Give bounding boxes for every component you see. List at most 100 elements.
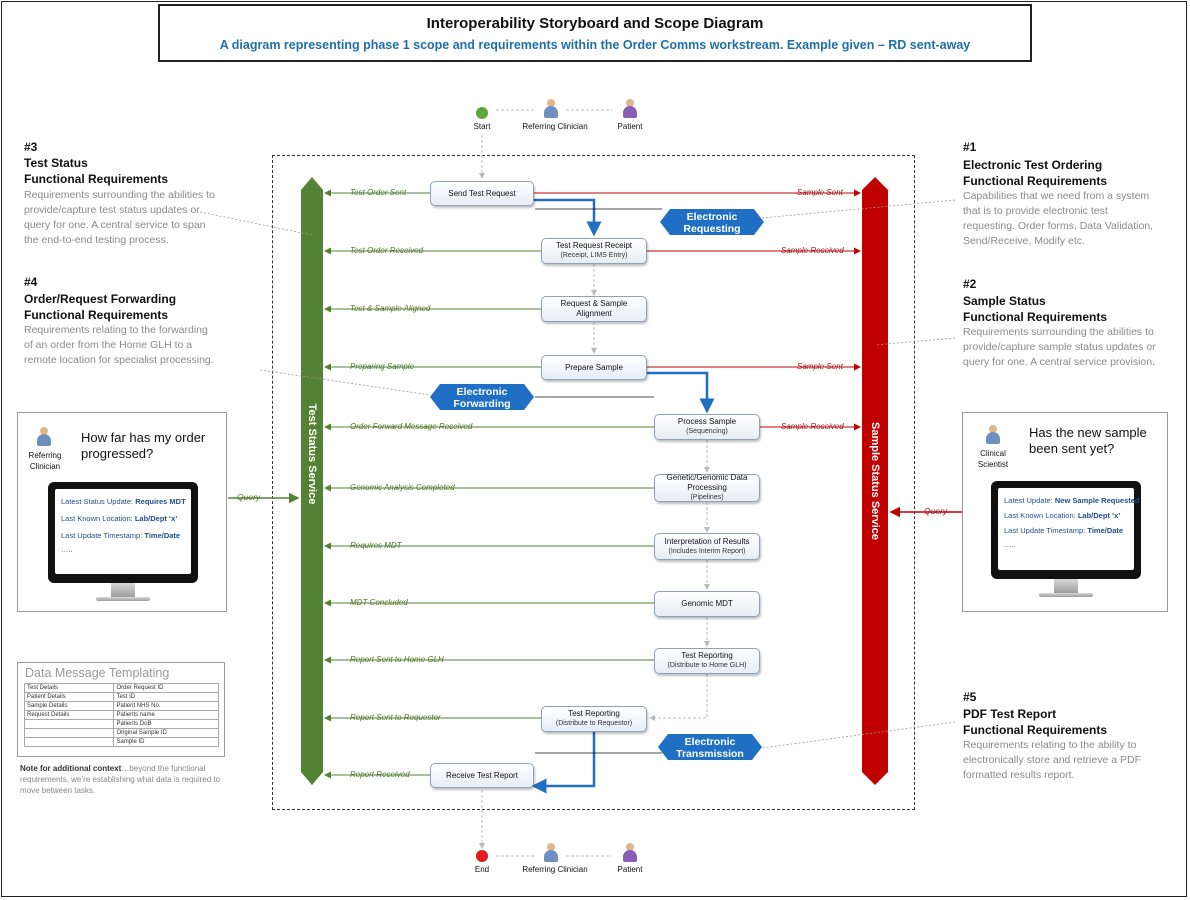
note-text: …beyond the functional requirements, we’…: [20, 764, 221, 795]
body-line: formatted results report.: [963, 769, 1075, 781]
diagram-subtitle: A diagram representing phase 1 scope and…: [219, 38, 971, 52]
step-test-reporting-home-glh[interactable]: Test Reporting(Distribute to Home GLH): [654, 648, 760, 674]
table-cell: Patient Details: [23, 692, 115, 702]
step-process-sample[interactable]: Process Sample(Sequencing): [654, 414, 760, 440]
tag-line: Electronic: [686, 211, 738, 223]
question-line: Has the new sample: [1029, 425, 1147, 440]
body-line: requesting. Order forms, Data Validation…: [963, 220, 1154, 232]
table-cell: [23, 728, 115, 738]
body-line: that is to provide electronic test: [963, 205, 1108, 217]
step-title: Test Request Receipt: [555, 241, 633, 250]
timestamp-label: Last Update Timestamp:: [1004, 526, 1086, 535]
step-receive-test-report[interactable]: Receive Test Report: [430, 763, 534, 788]
step-title: Genomic MDT: [681, 599, 733, 608]
event-label: Sample Sent: [797, 362, 843, 371]
timestamp-line: Last Update Timestamp: Time/Date: [61, 531, 180, 540]
monitor-stand: [111, 583, 135, 597]
step-subtitle: (Includes Interim Report): [668, 547, 746, 555]
ellipsis-line: …..: [61, 545, 73, 554]
heading-line: Functional Requirements: [963, 723, 1108, 737]
annotation-2-number: #2: [963, 277, 977, 291]
heading-line: Sample Status: [963, 294, 1046, 308]
table-cell: Patients DoB: [113, 719, 219, 729]
event-label: Sample Received: [781, 422, 844, 431]
step-genomic-mdt[interactable]: Genomic MDT: [654, 591, 760, 617]
step-title: Test Reporting: [568, 709, 620, 718]
end-label: End: [474, 865, 490, 874]
table-cell: Sample ID: [113, 737, 219, 747]
step-title: Receive Test Report: [446, 770, 518, 780]
status-value: Requires MDT: [135, 497, 186, 506]
table-row: Original Sample ID: [23, 728, 219, 738]
status-label: Latest Update:: [1004, 496, 1053, 505]
patient-icon: [623, 843, 637, 863]
location-value: Lab/Dept ‘x’: [134, 514, 178, 523]
table-cell: Patient NHS No.: [113, 701, 219, 711]
electronic-flows: [531, 198, 715, 794]
start-label: Start: [473, 122, 491, 131]
table-cell: [23, 719, 115, 729]
body-line: remote location for specialist processin…: [24, 354, 214, 366]
step-title: Prepare Sample: [565, 362, 623, 372]
status-label: Latest Status Update:: [61, 497, 134, 506]
step-test-request-receipt[interactable]: Test Request Receipt(Receipt, LIMS Entry…: [541, 238, 647, 264]
heading-line: Electronic Test Ordering: [963, 158, 1103, 172]
electronic-forwarding-label: Electronic Forwarding: [440, 386, 524, 410]
note-bold: Note for additional context: [20, 764, 122, 773]
title-box: Interoperability Storyboard and Scope Di…: [158, 4, 1032, 62]
question-line: been sent yet?: [1029, 441, 1115, 456]
heading-line: PDF Test Report: [963, 707, 1057, 721]
step-subtitle: (Distribute to Home GLH): [667, 662, 747, 669]
event-label: Test Order Received: [350, 246, 424, 255]
step-subtitle: (Distribute to Requestor): [555, 720, 633, 727]
step-send-test-request[interactable]: Send Test Request: [430, 181, 534, 206]
table-cell: Test Details: [23, 683, 115, 693]
status-value: New Sample Requested: [1054, 496, 1140, 505]
step-genomic-data-processing[interactable]: Genetic/Genomic Data Processing(Pipeline…: [654, 473, 760, 502]
tag-line: Transmission: [676, 748, 744, 760]
body-line: the end-to-end testing process.: [24, 234, 169, 246]
sample-status-service-bar: [862, 177, 888, 785]
referring-clinician-label: Referring Clinician: [522, 865, 588, 874]
annotation-4-number: #4: [24, 275, 38, 289]
table-cell: Request Details: [23, 710, 115, 720]
label-line: Scientist: [977, 460, 1009, 469]
body-line: Send/Receive, Modify etc.: [963, 235, 1085, 247]
location-label: Last Known Location:: [61, 514, 133, 523]
step-subtitle: (Pipelines): [690, 494, 724, 501]
heading-line: Test Status: [24, 156, 88, 170]
step-prepare-sample[interactable]: Prepare Sample: [541, 355, 647, 380]
step-title: Send Test Request: [448, 188, 516, 198]
scope-boundary: [272, 155, 915, 810]
electronic-transmission-tag: [658, 734, 762, 760]
table-cell: [23, 737, 115, 747]
step-request-sample-alignment[interactable]: Request & Sample Alignment: [541, 296, 647, 322]
tag-line: Forwarding: [453, 398, 511, 410]
end-node: [476, 850, 488, 862]
event-label: Preparing Sample: [350, 362, 415, 371]
annotation-leaders: [199, 199, 956, 749]
heading-line: Order/Request Forwarding: [24, 292, 177, 306]
patient-icon: [623, 99, 637, 119]
body-line: of an order from the Home GLH to a: [24, 339, 193, 351]
monitor-base: [96, 597, 150, 601]
event-label: Requires MDT: [350, 541, 402, 550]
table-cell: Order Request ID: [113, 683, 219, 693]
label-line: Clinician: [29, 462, 61, 471]
annotation-2-body: Requirements surrounding the abilities t…: [963, 325, 1156, 370]
monitor: Latest Status Update: Requires MDT Last …: [48, 482, 198, 583]
body-line: Requirements relating to the ability to: [963, 739, 1137, 751]
step-test-reporting-requestor[interactable]: Test Reporting (Distribute to Requestor): [541, 706, 647, 732]
timestamp-value: Time/Date: [1087, 526, 1124, 535]
heading-line: Functional Requirements: [24, 308, 169, 322]
question-line: How far has my order: [81, 430, 206, 445]
step-interpretation-of-results[interactable]: Interpretation of Results(Includes Inter…: [654, 533, 760, 560]
